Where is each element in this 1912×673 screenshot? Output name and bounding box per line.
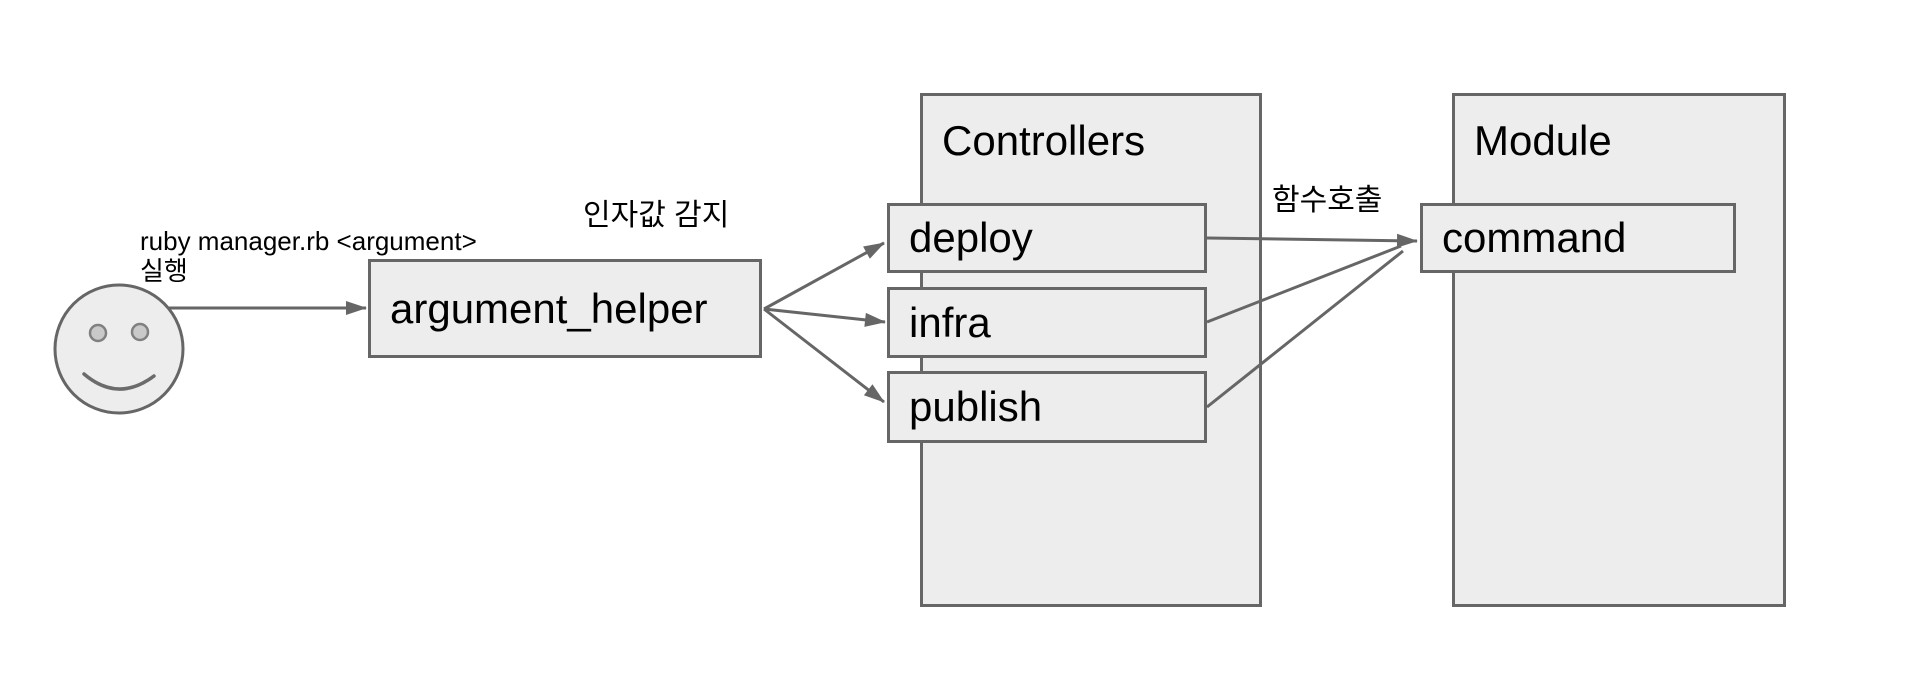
node-argument-helper-label: argument_helper — [390, 284, 708, 332]
detect-arrow-deploy — [763, 241, 885, 311]
edge-label-run-line2: 실행 — [140, 256, 188, 286]
node-command: command — [1420, 203, 1736, 273]
edge-label-run: ruby manager.rb <argument> 실행 — [140, 226, 477, 286]
container-controllers-title: Controllers — [942, 117, 1146, 164]
user-icon — [53, 283, 185, 415]
call-arrow-publish — [1206, 249, 1404, 409]
node-command-label: command — [1442, 214, 1627, 261]
node-publish: publish — [887, 371, 1207, 443]
edge-label-detect: 인자값 감지 — [583, 199, 730, 232]
container-module-title: Module — [1474, 117, 1612, 164]
node-infra-label: infra — [909, 298, 991, 346]
call-arrow-deploy — [1206, 233, 1418, 248]
node-argument-helper: argument_helper — [368, 259, 762, 358]
node-infra: infra — [887, 287, 1207, 358]
edge-label-call: 함수호출 — [1272, 184, 1383, 217]
call-arrow-infra — [1206, 244, 1402, 324]
edge-label-run-line1: ruby manager.rb <argument> — [140, 226, 477, 256]
container-module: Module — [1452, 93, 1786, 607]
node-deploy: deploy — [887, 203, 1207, 273]
detect-arrow-publish — [763, 307, 885, 404]
node-publish-label: publish — [909, 383, 1043, 430]
node-deploy-label: deploy — [909, 214, 1033, 261]
detect-arrow-infra — [763, 307, 886, 327]
